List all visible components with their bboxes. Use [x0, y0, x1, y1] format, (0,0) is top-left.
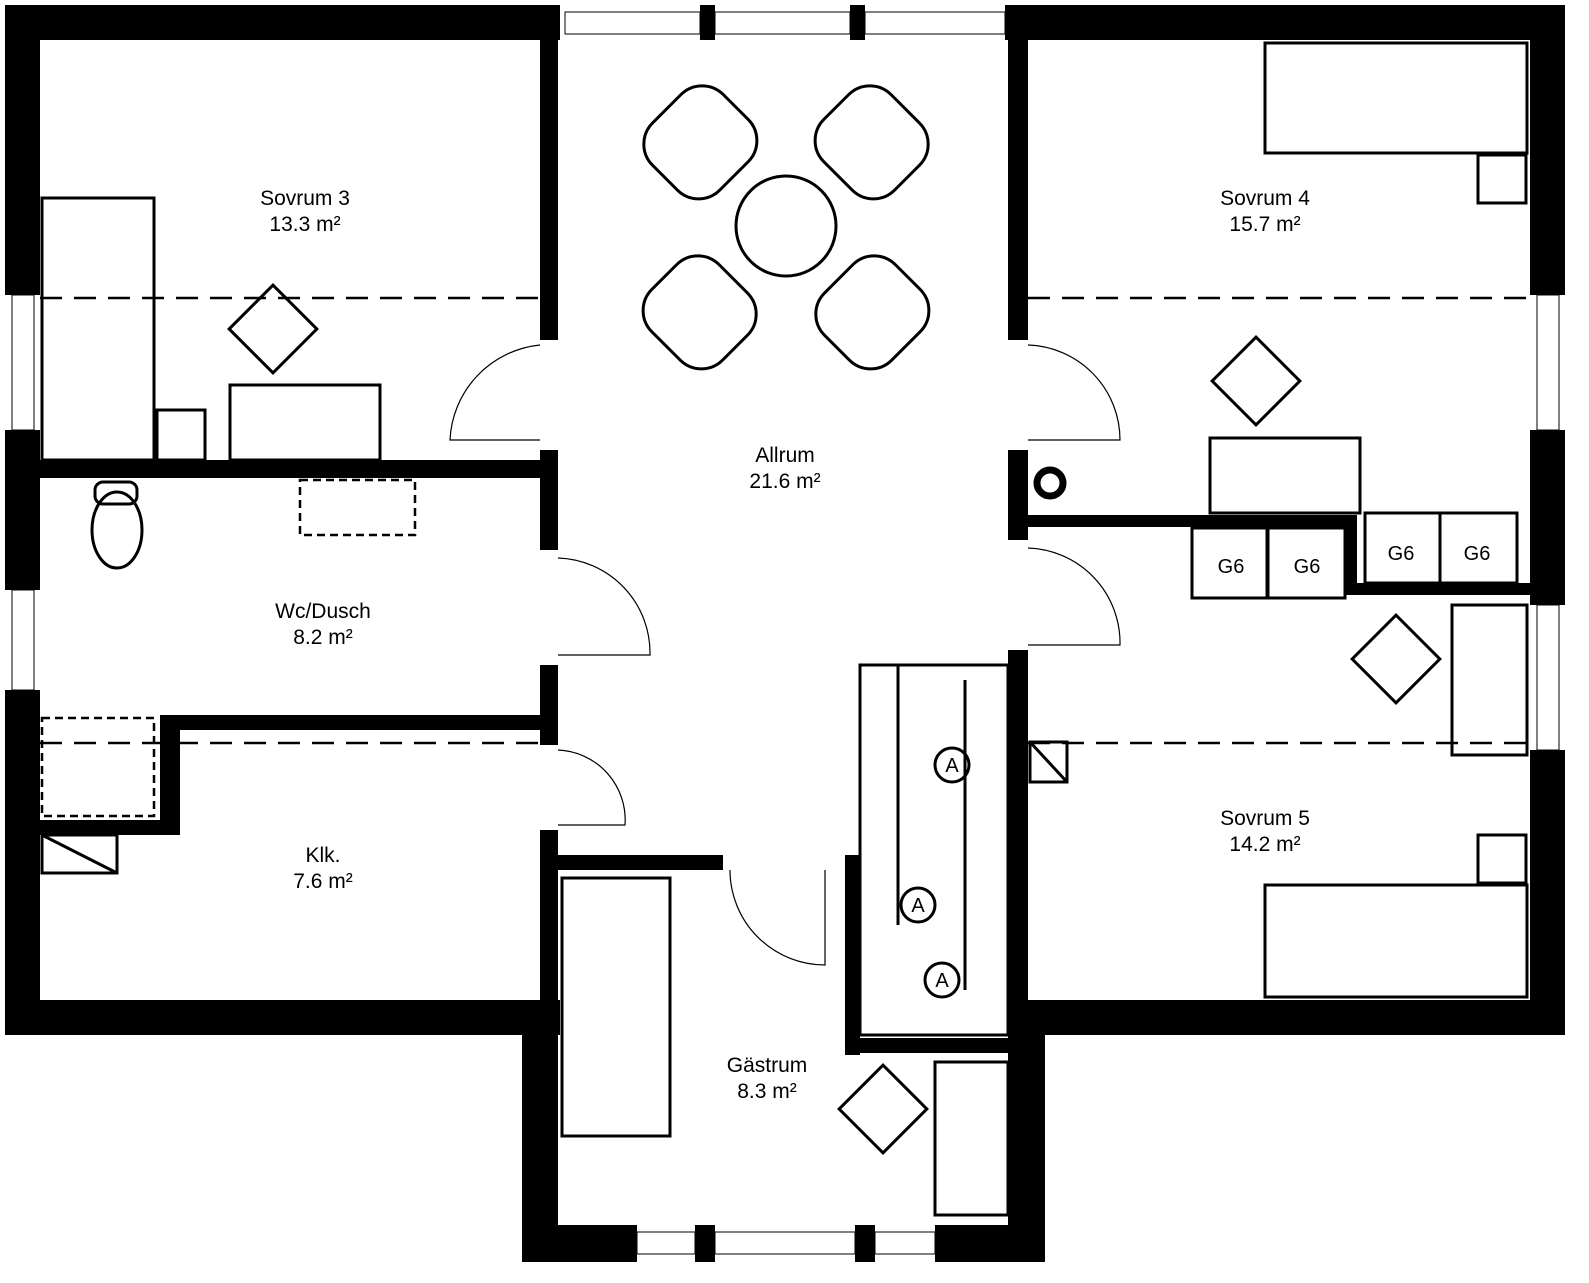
- chimney-icon: [1033, 466, 1067, 500]
- chair-icon: [1210, 335, 1302, 427]
- wardrobe-label: G6: [1294, 556, 1321, 578]
- desk: [1208, 436, 1362, 515]
- wardrobe-label: G6: [1218, 556, 1245, 578]
- room-area: 14.2 m²: [1229, 833, 1300, 856]
- room-area: 15.7 m²: [1229, 213, 1300, 236]
- desk: [1450, 603, 1529, 757]
- chair-icon: [837, 1063, 929, 1155]
- room-area: 8.2 m²: [293, 626, 353, 649]
- marker-label: A: [935, 970, 949, 992]
- bed: [560, 876, 672, 1138]
- doors: [449, 344, 1121, 966]
- wardrobes: G6 G6 G6 G6: [1190, 511, 1519, 600]
- chair-icon: [1350, 613, 1442, 705]
- wardrobe-label: G6: [1388, 543, 1415, 565]
- room-area: 7.6 m²: [293, 870, 353, 893]
- stairs: [858, 663, 1010, 1037]
- windows: [11, 11, 1560, 1255]
- marker-label: A: [911, 895, 925, 917]
- stair-markers: A A A: [899, 746, 971, 999]
- bed: [1263, 883, 1529, 999]
- chair-icon: [641, 254, 758, 371]
- marker-label: A: [945, 755, 959, 777]
- room-name: Sovrum 5: [1220, 807, 1310, 830]
- room-area: 21.6 m²: [749, 470, 820, 493]
- ceiling-lines: [40, 296, 1530, 745]
- room-name: Wc/Dusch: [275, 600, 371, 623]
- room-name: Sovrum 3: [260, 187, 350, 210]
- room-name: Allrum: [755, 444, 815, 467]
- room-name: Klk.: [305, 844, 340, 867]
- wardrobe-label: G6: [1464, 543, 1491, 565]
- chair-icon: [642, 84, 759, 201]
- desk: [933, 1060, 1010, 1217]
- room-area: 8.3 m²: [737, 1080, 797, 1103]
- furniture: [40, 41, 1529, 1217]
- chair-icon: [227, 283, 319, 375]
- room-area: 13.3 m²: [269, 213, 340, 236]
- chair-icon: [814, 254, 931, 371]
- bed: [1263, 41, 1529, 155]
- room-name: Gästrum: [727, 1054, 808, 1077]
- desk: [228, 383, 382, 462]
- toilet-icon: [90, 490, 144, 570]
- room-name: Sovrum 4: [1220, 187, 1310, 210]
- interior-walls: [40, 40, 1530, 1055]
- bed: [40, 196, 156, 462]
- dining-table: [734, 174, 838, 278]
- chair-icon: [813, 84, 930, 201]
- exterior-walls: [5, 5, 1565, 1262]
- room-labels: Sovrum 3 13.3 m² Sovrum 4 15.7 m² Allrum…: [260, 187, 1310, 1103]
